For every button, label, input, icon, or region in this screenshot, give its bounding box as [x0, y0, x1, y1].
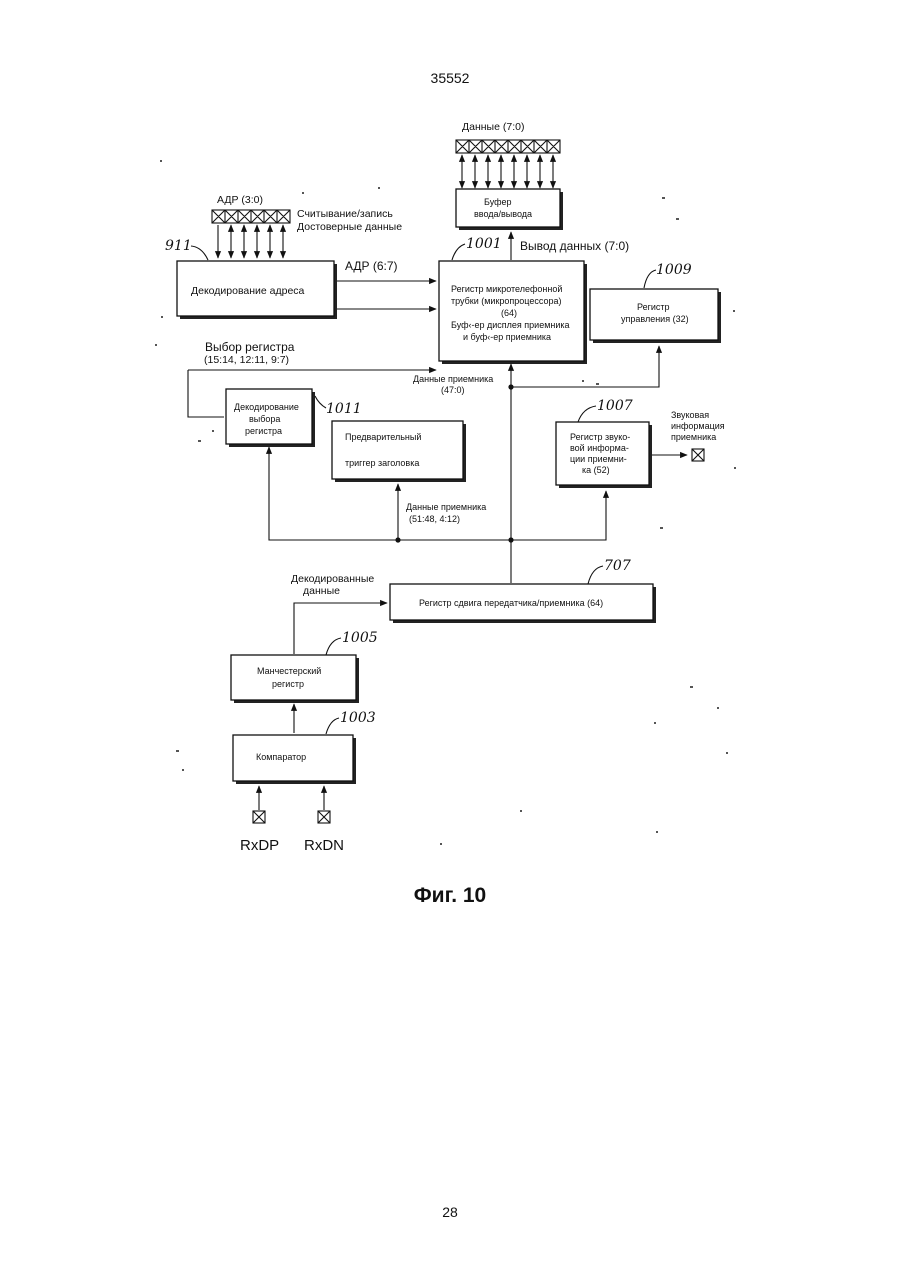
reg-select-label: Выбор регистра [205, 340, 295, 354]
audio-out-label3: приемника [671, 432, 716, 442]
control-register-line1: Регистр [637, 302, 670, 312]
ref-1001-leader [452, 244, 465, 260]
receiver-audio-register-line3: ции приемни- [570, 454, 627, 464]
valid-data-label: Достоверные данные [297, 221, 402, 233]
data-out-label: Вывод данных (7:0) [520, 239, 629, 253]
rxdn-label: RxDN [304, 837, 344, 854]
ref-911-leader [191, 246, 208, 260]
header-pretrigger-line2: триггер заголовка [345, 458, 419, 468]
io-buffer-line2: ввода/вывода [474, 209, 532, 219]
rx-data-a-label2: (47:0) [441, 385, 465, 395]
header-pretrigger-line1: Предварительный [345, 432, 421, 442]
manchester-register-block: Манчестерский регистр [231, 655, 359, 703]
rw-label: Считывание/запись [297, 208, 393, 220]
rxdp-pin [253, 811, 265, 823]
reg-select-bits: (15:14, 12:11, 9:7) [204, 354, 289, 366]
ref-911: 911 [165, 238, 192, 254]
adr-6-7-label: АДР (6:7) [345, 259, 398, 273]
page-number: 28 [0, 1204, 900, 1220]
ref-1005: 1005 [342, 630, 378, 646]
ref-1009: 1009 [656, 262, 692, 278]
audio-out-pin [692, 449, 704, 461]
register-select-decoder-line2: выбора [249, 414, 280, 424]
shift-register-label: Регистр сдвига передатчика/приемника (64… [419, 598, 603, 608]
ref-1011-leader [315, 396, 326, 408]
audio-out-label1: Звуковая [671, 410, 709, 420]
address-decoder-label: Декодирование адреса [191, 285, 305, 297]
data-bus-pins [456, 140, 560, 188]
ref-1003-leader [326, 718, 339, 734]
handset-register-line2: трубки (микропроцессора) [451, 296, 561, 306]
decoded-label1: Декодированные [291, 573, 374, 585]
figure-caption: Фиг. 10 [0, 884, 900, 908]
receiver-audio-register-line4: ка (52) [582, 465, 610, 475]
manchester-register-line2: регистр [272, 679, 304, 689]
ref-1011: 1011 [326, 401, 362, 417]
io-buffer-block: Буфер ввода/вывода [456, 189, 563, 230]
rx-data-b-label1: Данные приемника [406, 502, 486, 512]
junction-dot [508, 537, 513, 542]
ref-1007-leader [578, 406, 596, 422]
receiver-audio-register-line1: Регистр звуко- [570, 432, 630, 442]
address-decoder-block: Декодирование адреса [177, 261, 337, 319]
register-select-decoder-line3: регистра [245, 426, 282, 436]
comparator-label: Компаратор [256, 752, 306, 762]
register-select-decoder-block: Декодирование выбора регистра [226, 389, 315, 447]
shift-register-block: Регистр сдвига передатчика/приемника (64… [390, 584, 656, 623]
rxdn-pin [318, 811, 330, 823]
io-buffer-line1: Буфер [484, 197, 512, 207]
handset-register-line3: (64) [501, 308, 517, 318]
adr-bus-label: АДР (3:0) [217, 194, 263, 206]
ref-1009-leader [644, 270, 656, 288]
register-select-decoder-line1: Декодирование [234, 402, 299, 412]
rx-data-to-audio-register [511, 491, 606, 540]
ref-1005-leader [326, 638, 341, 655]
control-register-line2: управления (32) [621, 314, 689, 324]
header-pretrigger-block: Предварительный триггер заголовка [332, 421, 466, 482]
handset-register-line5: и буф‹-ер приемника [463, 332, 551, 342]
receiver-audio-register-block: Регистр звуко- вой информа- ции приемни-… [556, 422, 652, 488]
control-register-block: Регистр управления (32) [590, 289, 721, 343]
junction-dot [395, 537, 400, 542]
adr-bus-pins [212, 210, 290, 258]
handset-register-line1: Регистр микротелефонной [451, 284, 562, 294]
manchester-register-line1: Манчестерский [257, 666, 321, 676]
data-bus-label: Данные (7:0) [462, 121, 524, 133]
audio-out-label2: информация [671, 421, 725, 431]
handset-register-line4: Буф‹-ер дисплея приемника [451, 320, 570, 330]
reg-select-feedback [188, 370, 224, 417]
rx-data-b-label2: (51:48, 4:12) [409, 514, 460, 524]
rx-data-a-label1: Данные приемника [413, 374, 493, 384]
ref-707: 707 [604, 558, 631, 574]
comparator-block: Компаратор [233, 735, 356, 784]
handset-register-block: Регистр микротелефонной трубки (микропро… [439, 261, 587, 364]
ref-1007: 1007 [597, 398, 633, 414]
ref-707-leader [588, 566, 603, 584]
ref-1001: 1001 [466, 236, 502, 252]
receiver-audio-register-line2: вой информа- [570, 443, 629, 453]
decoded-label2: данные [303, 585, 340, 597]
ref-1003: 1003 [340, 710, 376, 726]
decoded-data-arrow [294, 603, 387, 654]
rxdp-label: RxDP [240, 837, 279, 854]
